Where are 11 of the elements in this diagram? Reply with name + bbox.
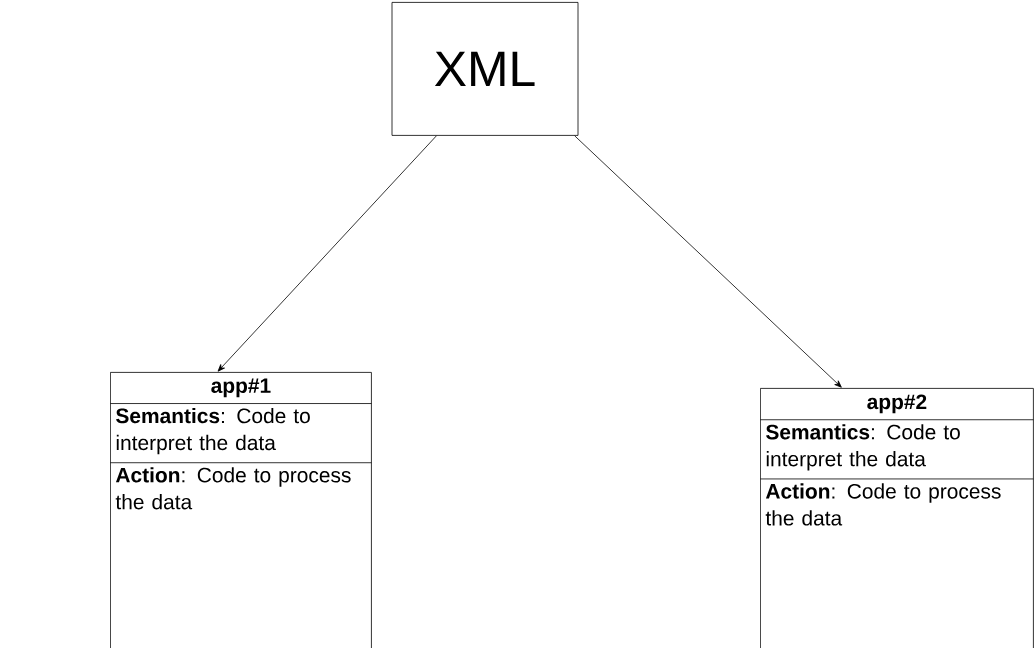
class-box	[110, 372, 372, 648]
arrow	[574, 135, 842, 388]
header-text: app#2	[867, 394, 927, 414]
header-text: app#1	[211, 378, 271, 398]
title-box: XML	[391, 2, 579, 136]
description-text: Semantics: Code to interpret the data	[766, 424, 960, 471]
description-text: Action: Code to process the data	[115, 467, 351, 510]
class-box	[760, 388, 1034, 648]
description-text: Action: Code to process the data	[765, 483, 1001, 526]
arrow	[217, 135, 437, 372]
description-text: Semantics: Code to interpret the data	[116, 407, 310, 455]
